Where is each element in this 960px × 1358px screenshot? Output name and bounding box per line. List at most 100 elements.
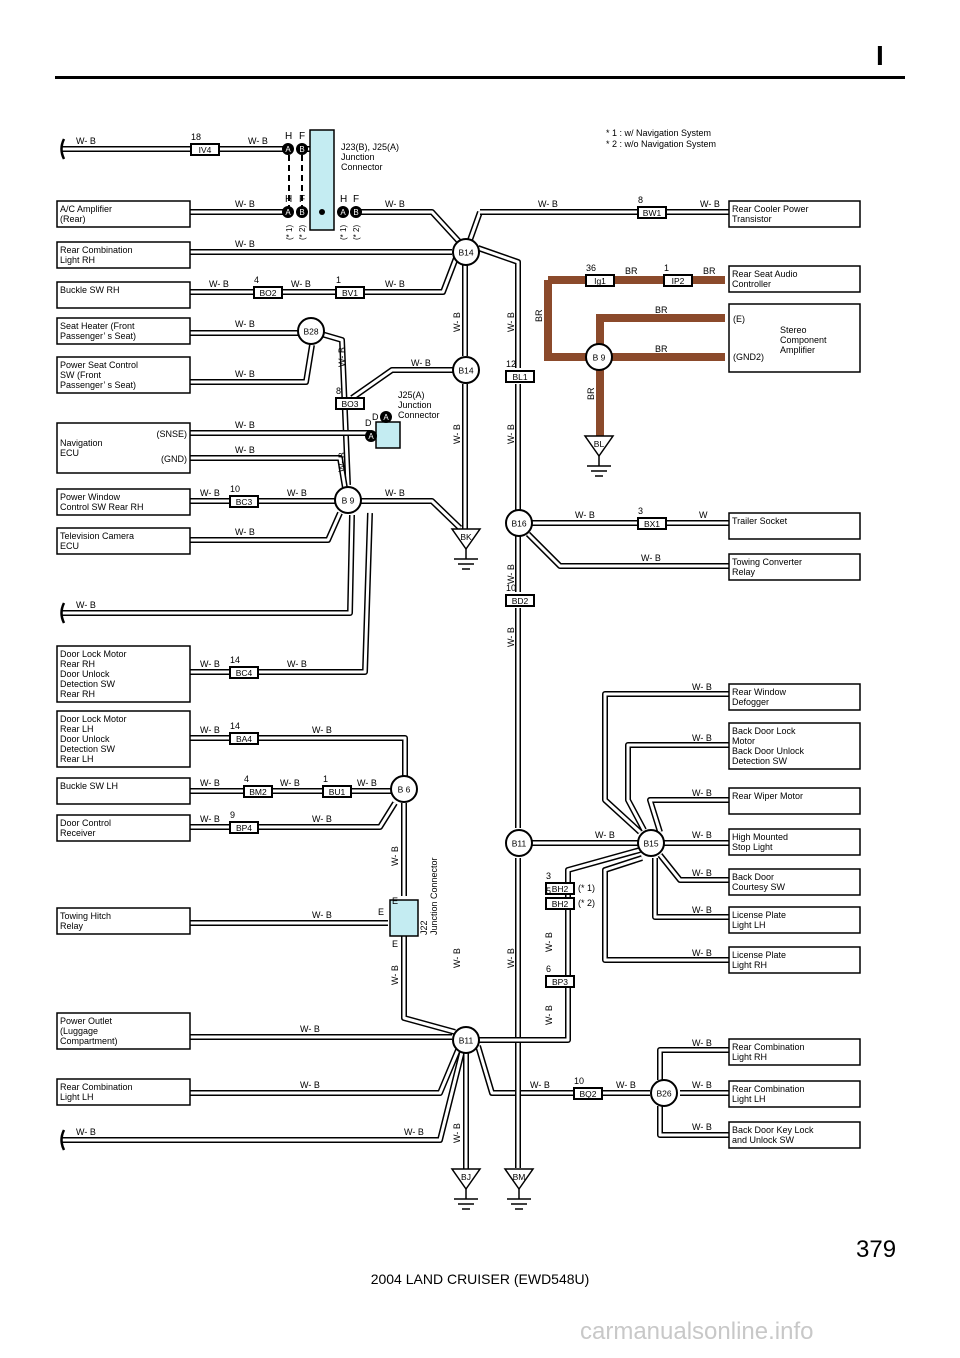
wire-label: W- B	[287, 659, 307, 669]
wire-code-w: W	[699, 510, 708, 520]
connector-bw1-pin: 8	[638, 195, 643, 205]
connector-bo2-pin: 4	[254, 275, 259, 285]
stereo-amp-label: Component	[780, 335, 827, 345]
seat-heater-front-passenger-label: Seat Heater (Front	[60, 321, 135, 331]
wire-core	[62, 514, 354, 615]
wire-label: W- B	[575, 510, 595, 520]
rear-combination-light-lh-lower	[728, 1080, 861, 1108]
power-outlet-luggage-label: (Luggage	[60, 1026, 98, 1036]
power-window-control-sw	[56, 488, 191, 516]
license-plate-light-lh-label: Light LH	[732, 920, 766, 930]
wire-label: W- B	[200, 725, 220, 735]
wire-label: W- B	[312, 910, 332, 920]
pin-f-label: F	[299, 194, 305, 205]
splice-b15-label: B15	[643, 839, 658, 849]
splice-b11-right-label: B11	[512, 839, 527, 849]
high-mounted-stop-light	[728, 828, 861, 856]
connector-bc3-inner	[231, 497, 257, 506]
television-camera-ecu	[56, 527, 191, 555]
wire-label: W- B	[235, 527, 255, 537]
license-plate-light-lh-label: License Plate	[732, 910, 786, 920]
rear-combination-light-rh-label: Rear Combination	[60, 245, 133, 255]
stereo-e-pin: (E)	[733, 314, 745, 324]
rear-combination-light-rh-label: Light RH	[60, 255, 95, 265]
connector-bh2-b-id: BH2	[552, 899, 569, 909]
door-lock-motor-rear-lh-label: Rear LH	[60, 724, 94, 734]
door-lock-motor-rear-rh-label: Rear RH	[60, 689, 95, 699]
wire-core	[190, 344, 314, 384]
wire-label: W- B	[337, 452, 347, 472]
connector-bo2-inner	[255, 288, 281, 297]
ground-bj	[450, 1168, 482, 1191]
nav-ecu-gnd-pin: (GND)	[161, 454, 187, 464]
wire-label: W- B	[692, 733, 712, 743]
ac-amplifier-rear-label: A/C Amplifier	[60, 204, 112, 214]
ground-bm	[503, 1168, 535, 1191]
connector-bw1-id: BW1	[643, 208, 662, 218]
door-control-receiver-label: Receiver	[60, 828, 96, 838]
connector-bp3-id: BP3	[552, 977, 568, 987]
parts: A/C Amplifier(Rear)Rear CombinationLight…	[56, 129, 861, 1210]
ground-bk-label: BK	[460, 532, 472, 542]
wire-label: W- B	[200, 659, 220, 669]
trailer-socket	[728, 512, 861, 540]
pin-e-label: E	[392, 896, 398, 906]
wire-label: W- B	[452, 312, 462, 332]
wire-label: W- B	[692, 948, 712, 958]
ground-bl	[583, 435, 615, 458]
wire-label: W- B	[506, 312, 516, 332]
door-lock-motor-rear-rh-label: Rear RH	[60, 659, 95, 669]
connector-bv1-pin: 1	[336, 275, 341, 285]
wire-core	[190, 456, 347, 489]
connector-bp4-inner	[231, 823, 257, 832]
wire-label: W- B	[595, 830, 615, 840]
splice-b6	[390, 775, 418, 803]
connector-bp3-pin: 6	[546, 964, 551, 974]
connector-bc4-inner	[231, 668, 257, 677]
wire-label: W- B	[404, 1127, 424, 1137]
rear-combination-light-lh-label: Rear Combination	[60, 1082, 133, 1092]
pin-a-j25-lower-letter: A	[368, 432, 374, 441]
pin-f-label: F	[299, 131, 305, 142]
wire-label: W- B	[287, 488, 307, 498]
wire-label: W- B	[390, 846, 400, 866]
television-camera-ecu-label: ECU	[60, 541, 79, 551]
variant-2-label: (* 2)	[298, 225, 307, 240]
wire-label: W- B	[312, 814, 332, 824]
back-door-key-lock-sw-label: and Unlock SW	[732, 1135, 795, 1145]
pin-b-top-letter: B	[299, 145, 304, 154]
door-lock-motor-rear-rh-label: Door Unlock	[60, 669, 110, 679]
connector-bv1-inner	[337, 288, 363, 297]
wire-label: W- B	[544, 1005, 554, 1025]
wire	[401, 936, 456, 1035]
wire-label: W- B	[390, 965, 400, 985]
wire-label: W- B	[357, 778, 377, 788]
connector-bv1-id: BV1	[342, 288, 358, 298]
pin-a-right-letter: A	[340, 208, 346, 217]
splice-b14-lower-label: B14	[458, 366, 473, 376]
wire-label: W- B	[616, 1080, 636, 1090]
wire-label: W- B	[385, 488, 405, 498]
rear-combination-light-lh-lower-label: Rear Combination	[732, 1084, 805, 1094]
splice-b15	[637, 829, 665, 857]
back-door-lock-motor-label: Motor	[732, 736, 755, 746]
wire-core	[62, 1051, 464, 1142]
junction-connector-j25	[375, 421, 401, 449]
connector-bo3-pin: 8	[336, 386, 341, 396]
wire-core	[478, 988, 570, 1042]
splice-b26-label: B26	[656, 1089, 671, 1099]
junction-j22-label: Junction Connector	[429, 857, 439, 935]
navigation-ecu-label: Navigation	[60, 438, 103, 448]
wire-label: W- B	[280, 778, 300, 788]
connector-bq2-pin: 10	[574, 1076, 584, 1086]
connector-bq2-inner	[575, 1089, 601, 1098]
high-mounted-stop-light-label: Stop Light	[732, 842, 773, 852]
wire-label: W- B	[692, 1122, 712, 1132]
wire-label: W- B	[200, 778, 220, 788]
splice-b14-top-label: B14	[458, 248, 473, 258]
wire-label: W- B	[235, 445, 255, 455]
seat-heater-front-passenger-label: Passenger’ s Seat)	[60, 331, 136, 341]
ground-bk	[450, 528, 482, 551]
seat-heater-front-passenger	[56, 317, 191, 345]
wire-label: W- B	[235, 369, 255, 379]
